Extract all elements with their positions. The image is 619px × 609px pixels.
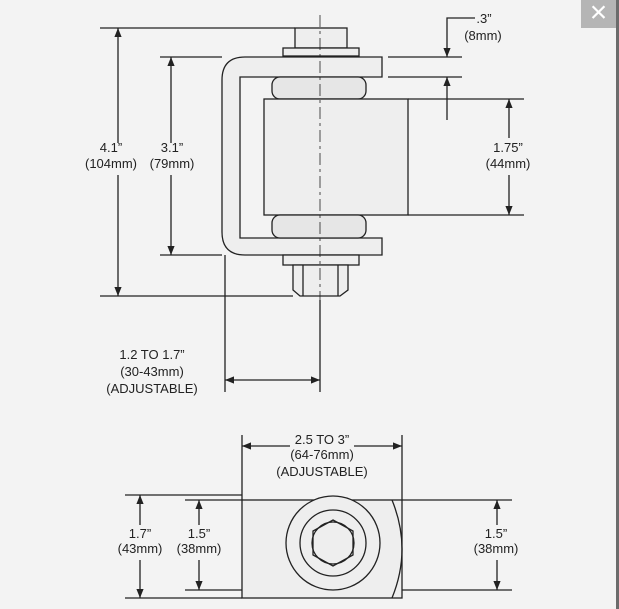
- dim-gap-mm: (8mm): [464, 28, 502, 43]
- dim-inner-mm: (38mm): [177, 541, 222, 556]
- dim-bracket-height-mm: (79mm): [150, 156, 195, 171]
- dim-outer-mm: (43mm): [118, 541, 163, 556]
- dim-length: 2.5 TO 3”: [295, 432, 349, 447]
- dim-cylinder: 1.75”: [493, 140, 523, 155]
- dim-cylinder-mm: (44mm): [486, 156, 531, 171]
- dim-total-height: 4.1”: [100, 140, 122, 155]
- dim-offset-note: (ADJUSTABLE): [106, 381, 198, 396]
- side-view: [100, 15, 524, 392]
- dim-total-height-mm: (104mm): [85, 156, 137, 171]
- dim-offset: 1.2 TO 1.7”: [119, 347, 184, 362]
- dim-right-mm: (38mm): [474, 541, 519, 556]
- dim-length-mm: (64-76mm): [290, 447, 354, 462]
- dim-offset-mm: (30-43mm): [120, 364, 184, 379]
- dim-bracket-height: 3.1”: [161, 140, 183, 155]
- bottom-view: [125, 435, 512, 599]
- dim-right: 1.5”: [485, 526, 507, 541]
- background-page-edge: [616, 0, 619, 609]
- dim-length-note: (ADJUSTABLE): [276, 464, 368, 479]
- dim-outer: 1.7”: [129, 526, 151, 541]
- dim-inner: 1.5”: [188, 526, 210, 541]
- dim-gap: .3”: [476, 11, 491, 26]
- close-icon[interactable]: ×: [581, 0, 616, 28]
